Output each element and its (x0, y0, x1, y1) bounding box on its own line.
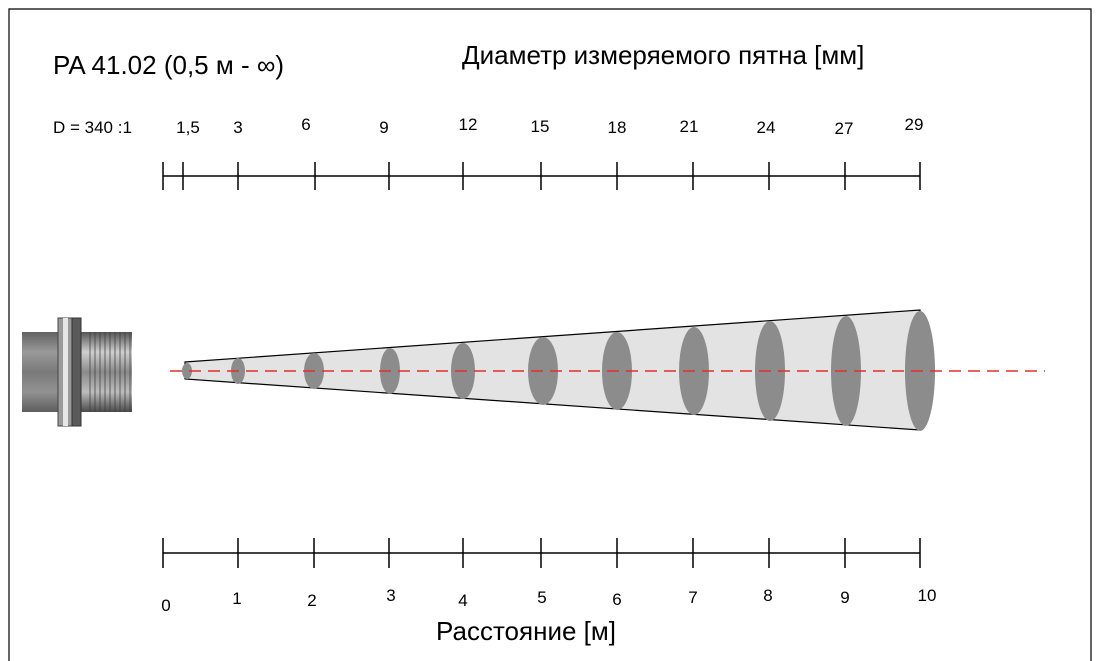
bottom-axis-title: Расстояние [м] (436, 616, 616, 646)
distance-label: 3 (386, 586, 395, 605)
model-label: PA 41.02 (0,5 м - ∞) (53, 50, 284, 80)
distance-label: 7 (688, 588, 697, 607)
spot-ellipse (182, 363, 192, 379)
distance-label: 1 (232, 589, 241, 608)
distance-label: 9 (840, 588, 849, 607)
distance-label: 5 (537, 588, 546, 607)
distance-label: 6 (612, 590, 621, 609)
spot-diameter-label: 27 (835, 119, 854, 138)
spot-diameter-label: 24 (757, 118, 776, 137)
distance-scale: 0 1 2 3 4 5 6 7 8 9 10 (161, 538, 936, 615)
spot-diameter-label: 12 (459, 115, 478, 134)
spot-diameter-label: 3 (233, 118, 242, 137)
distance-label: 2 (307, 591, 316, 610)
distance-label: 0 (161, 596, 170, 615)
spot-diameter-label: 9 (379, 118, 388, 137)
distance-label: 4 (458, 591, 467, 610)
spot-diameter-label: 21 (680, 117, 699, 136)
spot-diameter-label: 6 (301, 115, 310, 134)
frame-border (8, 8, 1092, 661)
spot-diameter-label: 18 (608, 118, 627, 137)
spot-diameter-label: 29 (905, 115, 924, 134)
ratio-label: D = 340 :1 (53, 118, 132, 137)
spot-diameter-label: 15 (531, 117, 550, 136)
spot-diameter-scale: 1,5 3 6 9 12 15 18 21 24 27 29 (162, 115, 924, 190)
distance-label: 8 (763, 586, 772, 605)
distance-label: 10 (918, 586, 937, 605)
top-axis-title: Диаметр измеряемого пятна [мм] (462, 40, 864, 70)
spot-diameter-label: 1,5 (176, 118, 200, 137)
sensor-device-icon (22, 317, 132, 427)
